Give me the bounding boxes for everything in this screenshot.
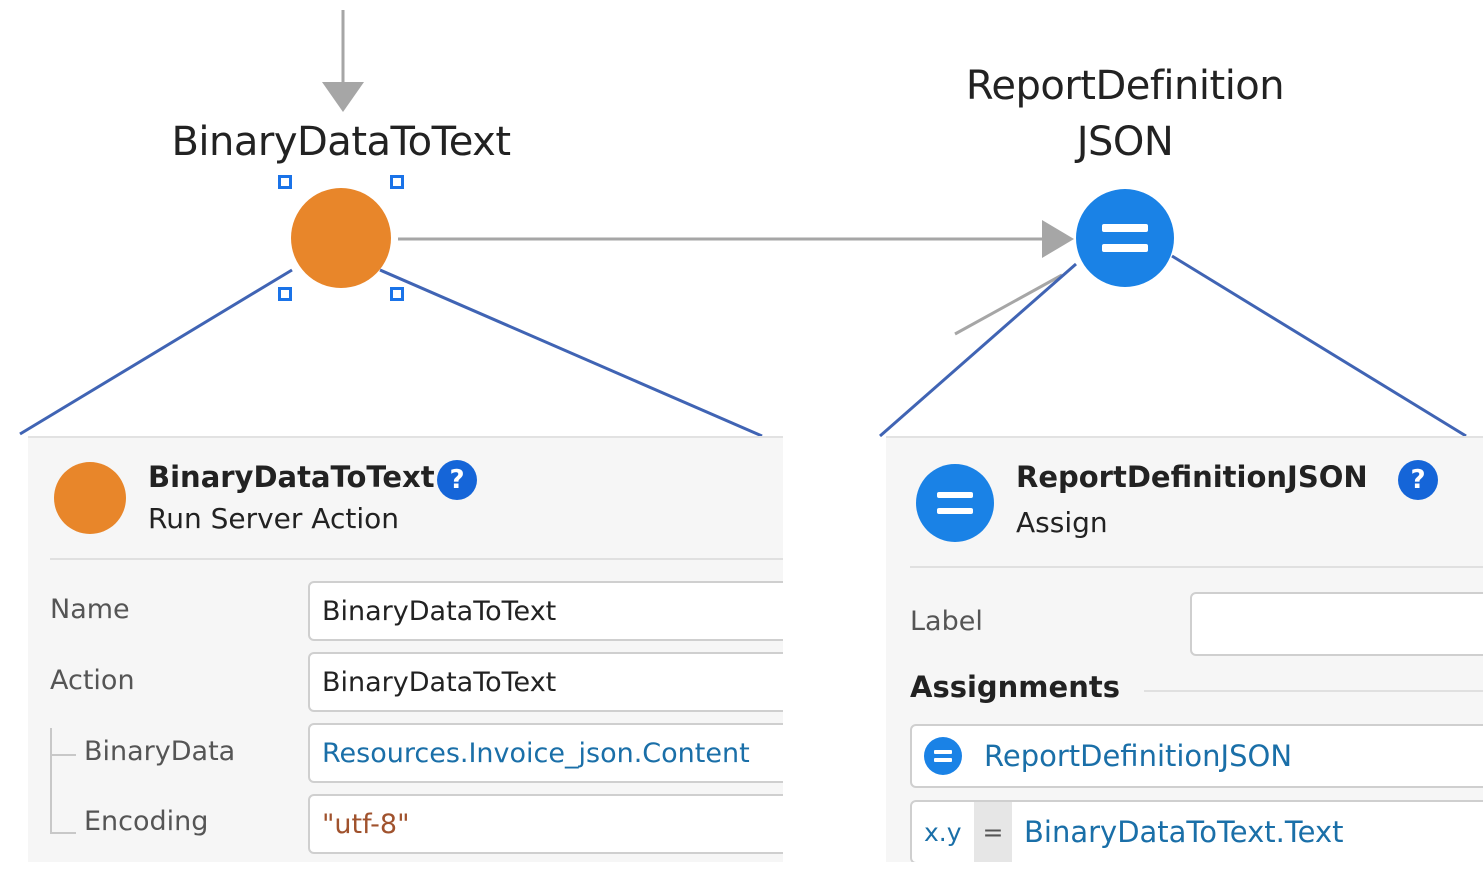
flow-connector-arrowhead: [1042, 220, 1074, 258]
server-action-node[interactable]: [291, 188, 391, 288]
header-divider: [50, 558, 783, 560]
help-icon[interactable]: ?: [437, 460, 477, 500]
selection-handle-top-left[interactable]: [278, 175, 292, 189]
name-input[interactable]: BinaryDataToText: [308, 581, 783, 641]
panel-title: ReportDefinitionJSON: [1016, 460, 1368, 494]
label-input[interactable]: [1190, 592, 1483, 656]
node-label-reportdefinitionjson-line2: JSON: [1076, 119, 1174, 165]
encoding-input[interactable]: "utf-8": [308, 794, 783, 854]
action-label: Action: [50, 665, 135, 696]
assignment-value-input[interactable]: x.y = BinaryDataToText.Text: [910, 800, 1483, 862]
tree-line-branch-2: [50, 832, 76, 834]
server-action-icon: [54, 462, 126, 534]
selection-handle-bottom-left[interactable]: [278, 287, 292, 301]
assignment-variable-input[interactable]: ReportDefinitionJSON: [910, 724, 1483, 788]
help-icon[interactable]: ?: [1398, 460, 1438, 500]
equals-icon: [937, 492, 973, 514]
encoding-label: Encoding: [84, 806, 209, 837]
incoming-arrowhead: [322, 82, 364, 112]
node-label-binarydatatotext: BinaryDataToText: [171, 119, 511, 165]
properties-panel-assign: ReportDefinitionJSON ? Assign Label Assi…: [886, 436, 1483, 862]
zoom-line-right-2: [1171, 254, 1467, 438]
variable-type-icon: x.y: [924, 817, 962, 847]
secondary-connector: [954, 273, 1063, 336]
equals-icon: [1102, 224, 1148, 252]
variable-equals-icon: [924, 737, 962, 775]
panel-title: BinaryDataToText: [148, 460, 435, 494]
binarydata-label: BinaryData: [84, 736, 236, 767]
binarydata-input[interactable]: Resources.Invoice_json.Content: [308, 723, 783, 783]
zoom-line-right-1: [379, 268, 763, 438]
header-divider: [910, 566, 1483, 568]
properties-panel-server-action: BinaryDataToText ? Run Server Action Nam…: [28, 436, 783, 862]
assignment-operator: =: [974, 802, 1012, 862]
action-input[interactable]: BinaryDataToText: [308, 652, 783, 712]
zoom-line-left-1: [19, 268, 293, 436]
label-label: Label: [910, 606, 983, 637]
assignments-heading: Assignments: [910, 670, 1120, 704]
assignments-divider: [1144, 690, 1483, 692]
selection-handle-top-right[interactable]: [390, 175, 404, 189]
assign-node[interactable]: [1076, 189, 1174, 287]
name-label: Name: [50, 594, 130, 625]
panel-subtitle: Assign: [1016, 506, 1108, 539]
node-label-reportdefinitionjson-line1: ReportDefinition: [965, 63, 1285, 109]
selection-handle-bottom-right[interactable]: [390, 287, 404, 301]
tree-line-vertical: [50, 728, 52, 834]
panel-subtitle: Run Server Action: [148, 502, 400, 535]
assign-icon: [916, 464, 994, 542]
assignment-variable: ReportDefinitionJSON: [984, 739, 1293, 773]
tree-line-branch-1: [50, 754, 76, 756]
assignment-value: BinaryDataToText.Text: [1024, 815, 1344, 849]
zoom-line-left-2: [879, 262, 1077, 438]
